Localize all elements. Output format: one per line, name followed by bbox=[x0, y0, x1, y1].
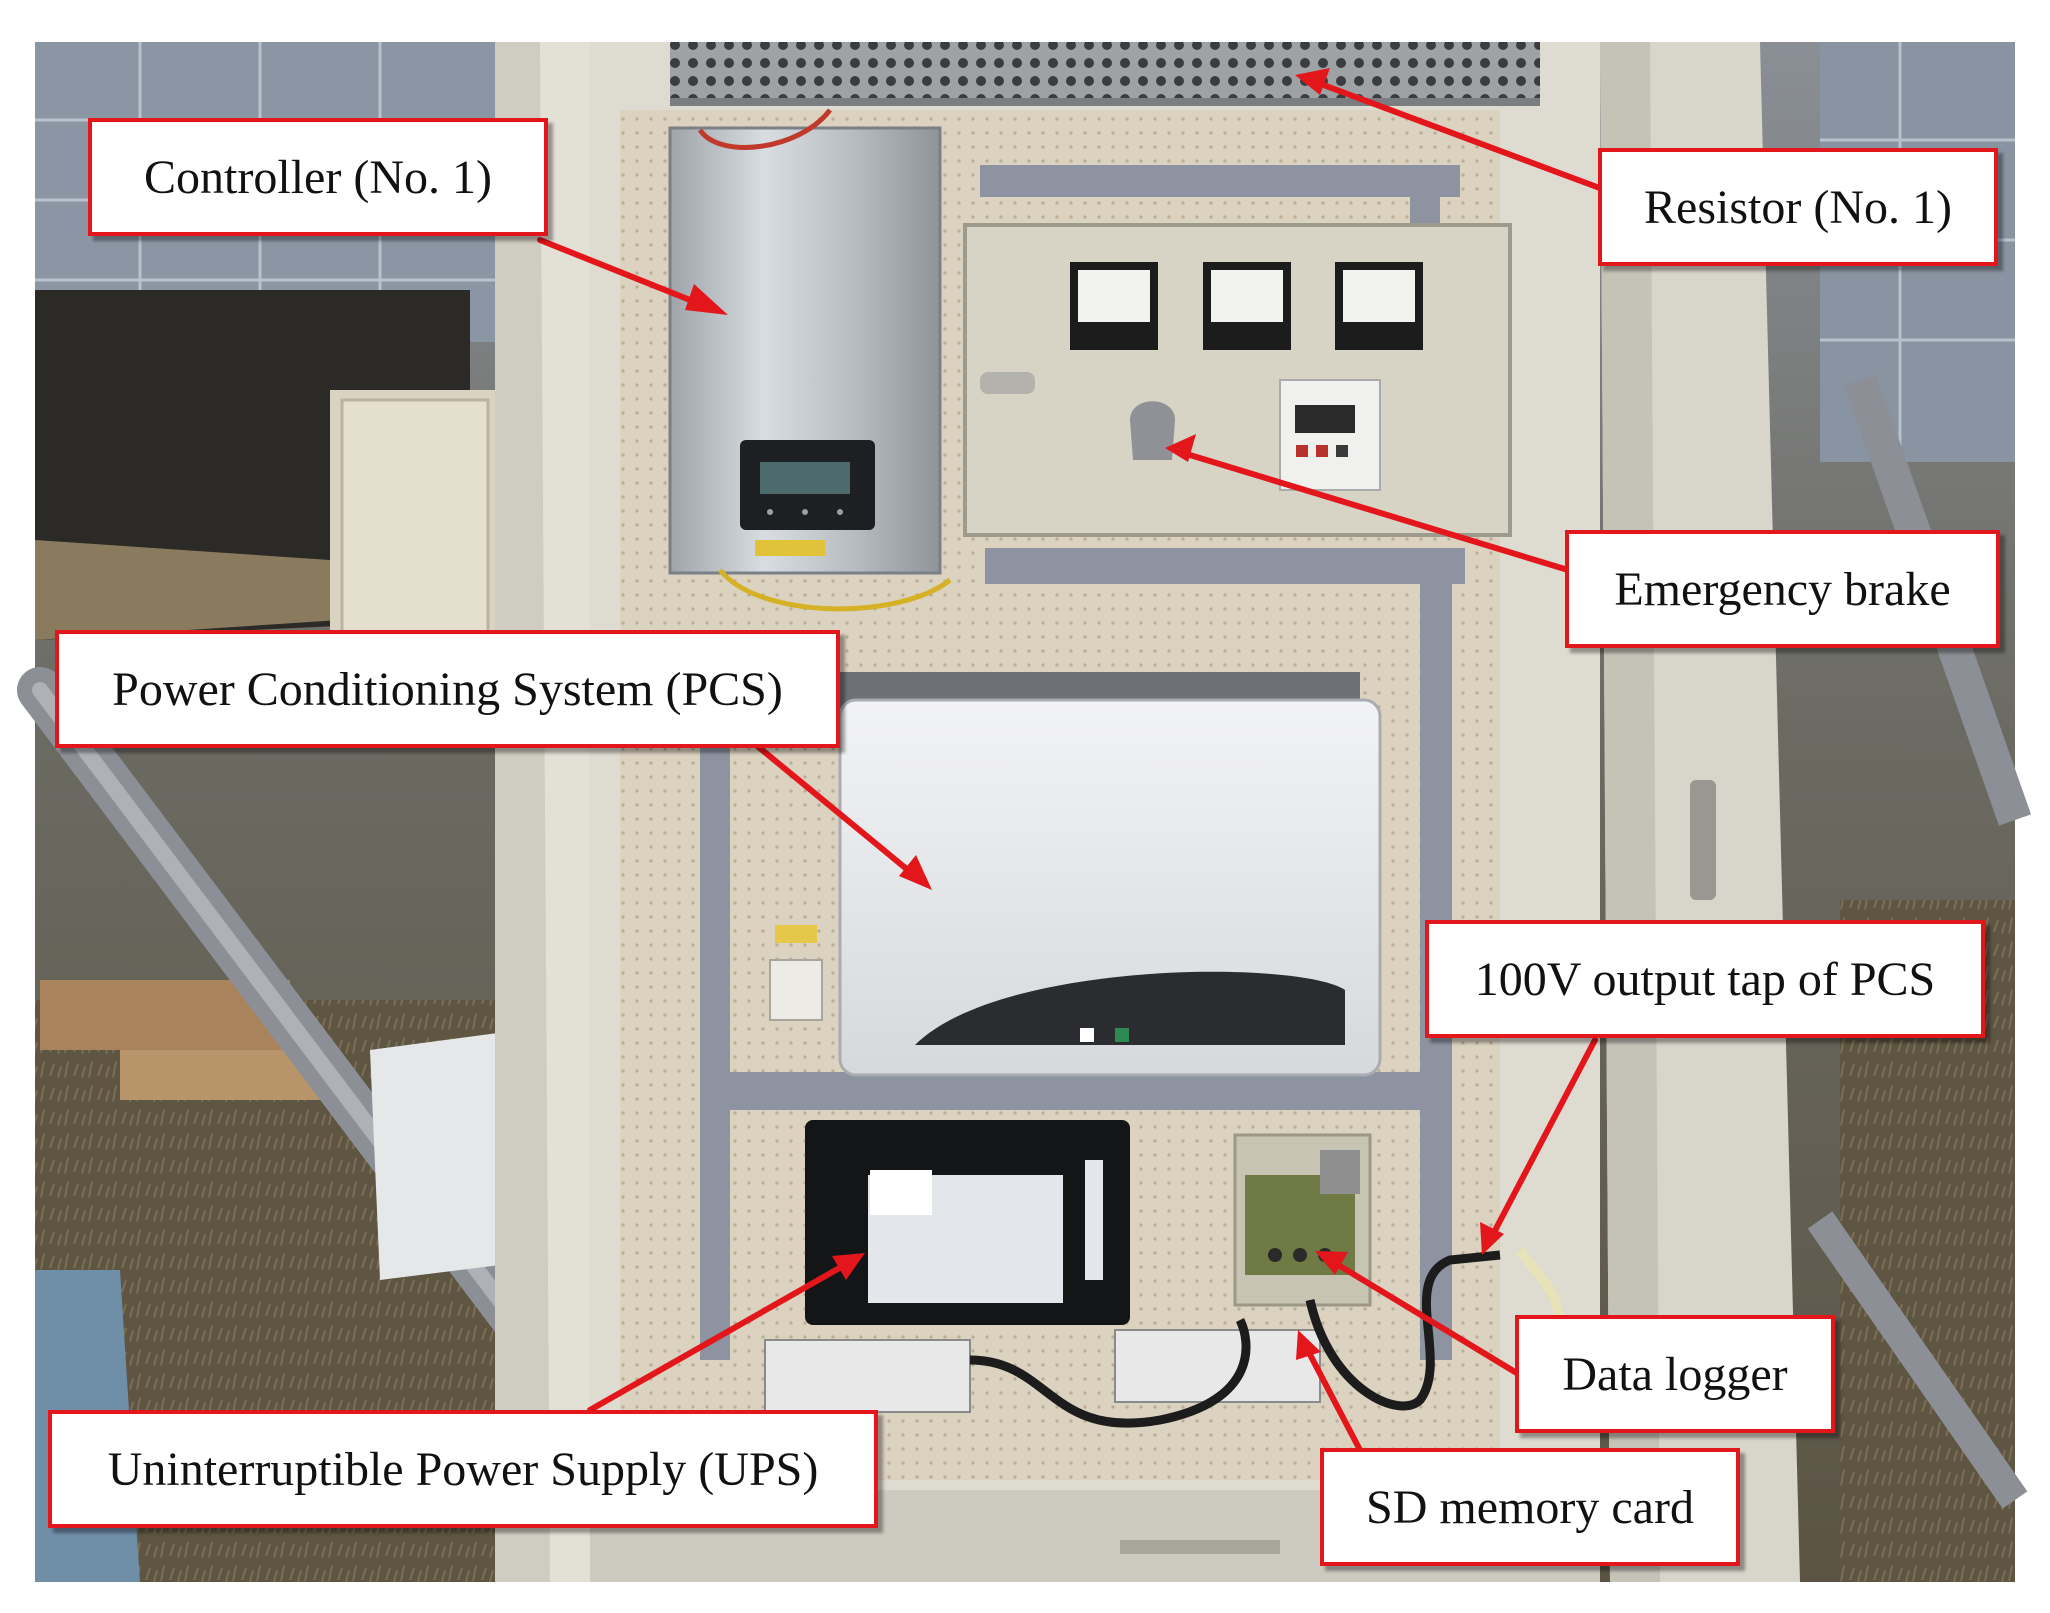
label-emergency-brake-text: Emergency brake bbox=[1614, 562, 1951, 616]
arrowhead-emergency-brake bbox=[1165, 434, 1196, 462]
arrow-data-logger bbox=[1327, 1257, 1523, 1378]
label-controller: Controller (No. 1) bbox=[88, 118, 548, 236]
label-resistor-text: Resistor (No. 1) bbox=[1644, 180, 1952, 234]
arrowhead-resistor bbox=[1295, 68, 1330, 95]
label-sd-card: SD memory card bbox=[1320, 1448, 1740, 1566]
label-pcs: Power Conditioning System (PCS) bbox=[55, 630, 840, 748]
arrowhead-output-tap bbox=[1480, 1222, 1504, 1255]
arrow-sd-card bbox=[1302, 1342, 1363, 1453]
arrowhead-data-logger bbox=[1315, 1251, 1348, 1275]
label-output-tap: 100V output tap of PCS bbox=[1425, 920, 1985, 1038]
label-ups: Uninterruptible Power Supply (UPS) bbox=[48, 1410, 878, 1528]
arrowhead-ups bbox=[832, 1253, 865, 1280]
label-emergency-brake: Emergency brake bbox=[1565, 530, 2000, 648]
arrow-output-tap bbox=[1487, 1037, 1598, 1243]
label-controller-text: Controller (No. 1) bbox=[144, 150, 492, 204]
label-ups-text: Uninterruptible Power Supply (UPS) bbox=[107, 1442, 819, 1496]
label-data-logger-text: Data logger bbox=[1562, 1347, 1788, 1401]
label-data-logger: Data logger bbox=[1515, 1315, 1835, 1433]
arrowhead-sd-card bbox=[1296, 1330, 1321, 1360]
label-sd-card-text: SD memory card bbox=[1366, 1480, 1694, 1534]
arrow-pcs bbox=[747, 737, 923, 883]
label-pcs-text: Power Conditioning System (PCS) bbox=[112, 662, 783, 716]
arrowhead-pcs bbox=[899, 855, 932, 890]
arrow-controller bbox=[537, 237, 718, 313]
arrow-resistor bbox=[1307, 77, 1608, 193]
arrowhead-controller bbox=[685, 284, 728, 315]
label-output-tap-text: 100V output tap of PCS bbox=[1474, 952, 1936, 1006]
label-resistor: Resistor (No. 1) bbox=[1598, 148, 1998, 266]
arrow-ups bbox=[587, 1259, 853, 1413]
arrow-emergency-brake bbox=[1177, 449, 1571, 573]
